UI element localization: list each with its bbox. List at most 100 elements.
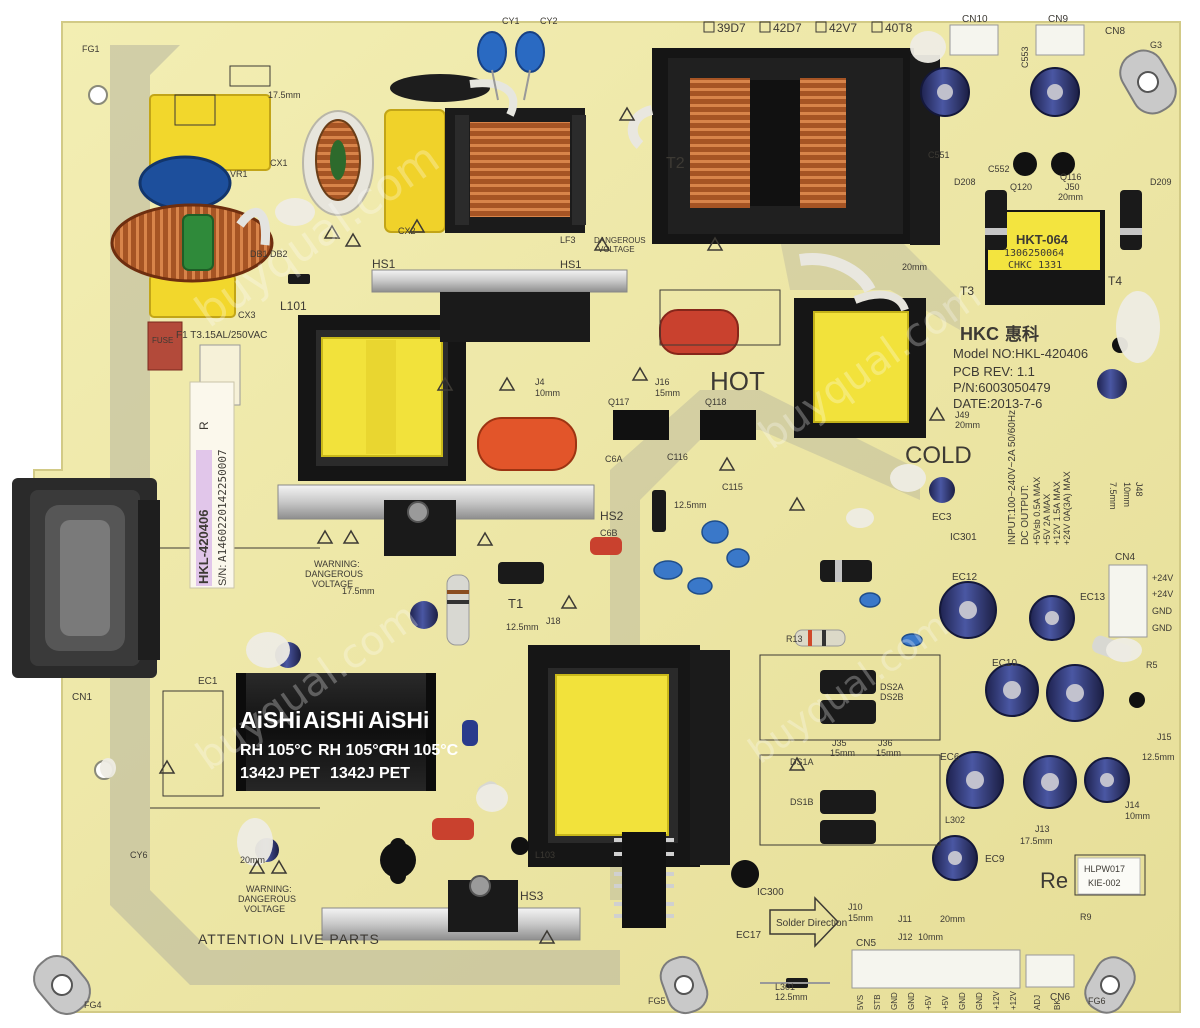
ref-fg5: FG5	[648, 996, 666, 1006]
transformer-t1	[528, 645, 730, 867]
ref-g3: G3	[1150, 40, 1162, 50]
ref-c552: C552	[988, 164, 1010, 174]
ref-j4: J4	[535, 377, 545, 387]
qc-sticker: HLPW017 KIE-002	[1077, 857, 1141, 895]
film-capacitors	[432, 309, 739, 840]
ref-fg4: FG4	[84, 1000, 102, 1010]
version-4: 40T8	[885, 21, 913, 35]
model-label: Model NO:HKL-420406	[953, 346, 1088, 361]
cn5-pin-4: GND	[907, 992, 916, 1010]
aishi-rating-1: RH 105°C	[240, 742, 313, 759]
ref-ec9: EC9	[985, 854, 1005, 865]
heatsinks	[277, 269, 628, 941]
version-1: 39D7	[717, 21, 746, 35]
aishi-rating-2: RH 105°C	[318, 742, 391, 759]
ref-ec13: EC13	[1080, 592, 1105, 603]
dim-t1a: 12.5mm	[506, 622, 539, 632]
ref-ec17: EC17	[736, 930, 761, 941]
varistor	[138, 155, 232, 211]
mounting-holes	[33, 49, 1177, 1015]
cn5-pin-1: 5VS	[856, 995, 865, 1010]
output-row-2: +5V 2A MAX	[1042, 494, 1052, 545]
ref-q116: Q116	[1060, 172, 1081, 182]
ic-chips	[614, 832, 674, 928]
aishi-rating-3: RH 105°C	[386, 742, 459, 759]
ref-ds2a: DS2A	[880, 682, 904, 692]
silk-outlines	[150, 289, 1146, 896]
ref-cx2: CX2	[398, 226, 416, 236]
date: DATE:2013-7-6	[953, 396, 1042, 411]
cn6-pin-1: ADJ	[1033, 995, 1042, 1010]
warning-1-danger: DANGEROUS	[305, 569, 363, 579]
ref-db1: DB1 DB2	[250, 249, 288, 259]
ref-c115: C115	[722, 482, 743, 492]
ac-input-socket	[12, 478, 160, 678]
ref-c551: C551	[928, 150, 950, 160]
warning-1-title: WARNING:	[314, 559, 360, 569]
ref-ic300: IC300	[757, 887, 784, 898]
diodes	[288, 190, 1142, 988]
ref-l302: L302	[945, 815, 965, 825]
dim-j49: 20mm	[955, 420, 980, 430]
ref-cn4: CN4	[1115, 552, 1135, 563]
ref-fg1: FG1	[82, 44, 100, 54]
dim-j15: 12.5mm	[1142, 752, 1175, 762]
ref-hs1b: HS1	[560, 259, 581, 271]
cn4-pin-1: +24V	[1152, 573, 1173, 583]
ref-ds2b: DS2B	[880, 692, 904, 702]
ref-cn9: CN9	[1048, 14, 1068, 25]
dim-j11: 20mm	[940, 914, 965, 924]
solder-direction-label: Solder Direction	[776, 918, 847, 929]
ref-j48: J48	[1134, 482, 1144, 497]
warning-3-voltage: VOLTAGE	[598, 245, 635, 254]
dim-j33: 20mm	[902, 262, 927, 272]
hkt-code-1: 1306250064	[1004, 248, 1064, 259]
warning-2-danger: DANGEROUS	[238, 894, 296, 904]
ref-ic301: IC301	[950, 532, 977, 543]
mosfet-q117	[613, 410, 669, 440]
ref-t2: T2	[666, 155, 685, 172]
ref-fg6: FG6	[1088, 996, 1106, 1006]
ref-lf3: LF3	[560, 235, 576, 245]
y-capacitors	[477, 31, 545, 101]
ref-j12: J12	[898, 932, 913, 942]
inductor-l101	[298, 315, 466, 481]
version-3: 42V7	[829, 21, 857, 35]
ref-j18: J18	[546, 616, 561, 626]
ref-j15: J15	[1157, 732, 1172, 742]
transformer-t3	[794, 290, 926, 438]
ref-cx3: CX3	[238, 310, 256, 320]
ref-cn10: CN10	[962, 14, 988, 25]
dim-j48: 10mm	[1122, 482, 1132, 507]
cn5-pin-5: +5V	[924, 995, 933, 1010]
solder-direction-arrow	[769, 896, 840, 948]
ref-j35: J35	[832, 738, 847, 748]
warning-3-danger: DANGEROUS	[594, 236, 646, 245]
cn4-pinout: +24V +24V GND GND	[1152, 573, 1173, 633]
ref-l103: L103	[535, 850, 555, 860]
ref-ds1a: DS1A	[790, 757, 814, 767]
ref-ec10: EC10	[992, 658, 1017, 669]
ref-cn8: CN8	[1105, 26, 1125, 37]
ref-j49: J49	[955, 410, 970, 420]
output-row-3: +12V 1.5A MAX	[1052, 481, 1062, 545]
ref-c6a: C6A	[605, 454, 623, 464]
ref-cn6: CN6	[1050, 992, 1070, 1003]
cn5-pin-7: GND	[958, 992, 967, 1010]
ref-l101: L101	[280, 299, 307, 313]
ref-j14: J14	[1125, 800, 1140, 810]
ref-r9: R9	[1080, 912, 1092, 922]
cn5-pin-6: +5V	[941, 995, 950, 1010]
svg-text:FUSE: FUSE	[152, 336, 173, 345]
ref-ec3: EC3	[932, 512, 952, 523]
ref-cy1: CY1	[502, 16, 520, 26]
serial-number: A1460220142250007	[216, 449, 229, 562]
hot-label: HOT	[710, 366, 765, 396]
warning-2-voltage: VOLTAGE	[244, 904, 285, 914]
reference-designators: T2 T1 T3 T4 L101 HS1 HS1 HS2 HS3 CN1 CN4…	[72, 14, 1172, 1010]
ref-j13: J13	[1035, 824, 1050, 834]
version-boxes: 39D7 42D7 42V7 40T8	[703, 21, 913, 35]
ref-j16: J16	[655, 377, 670, 387]
